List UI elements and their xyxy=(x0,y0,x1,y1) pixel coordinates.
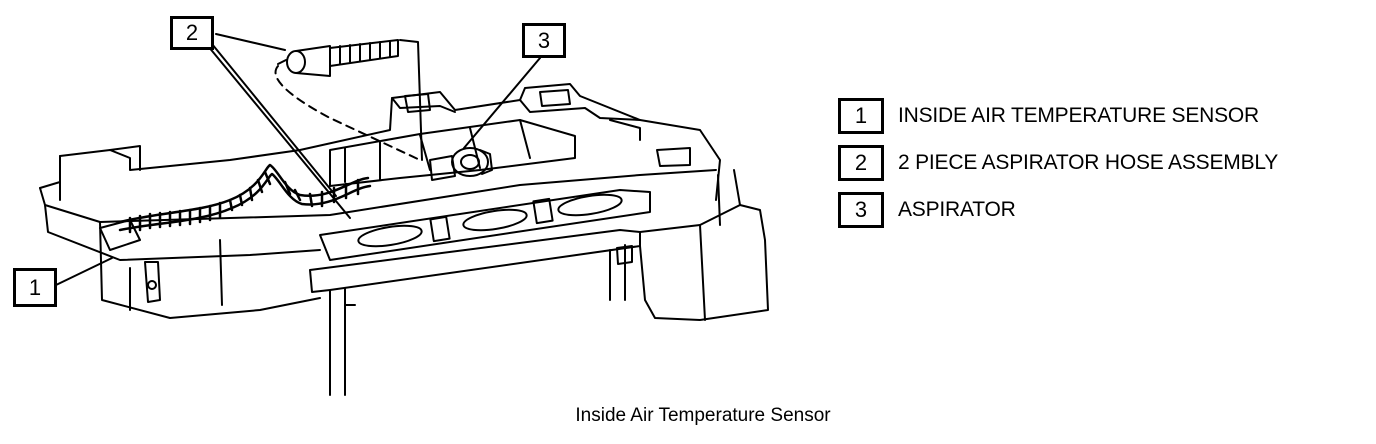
legend-number-box: 3 xyxy=(838,191,884,228)
temperature-sensor xyxy=(274,39,423,161)
instrument-panel-top xyxy=(39,83,769,396)
legend-label: ASPIRATOR xyxy=(898,197,1016,221)
legend-number-box: 2 xyxy=(838,144,884,181)
callout-3-number: 3 xyxy=(537,27,551,53)
aspirator-hose xyxy=(118,163,372,234)
legend: 1 INSIDE AIR TEMPERATURE SENSOR 2 2 PIEC… xyxy=(838,92,1278,233)
legend-number-box: 1 xyxy=(838,97,884,134)
figure-caption: Inside Air Temperature Sensor xyxy=(575,405,831,426)
leader-lines xyxy=(55,33,541,286)
callout-1: 1 xyxy=(13,268,57,307)
legend-item: 1 INSIDE AIR TEMPERATURE SENSOR xyxy=(838,92,1278,139)
legend-item: 2 2 PIECE ASPIRATOR HOSE ASSEMBLY xyxy=(838,139,1278,186)
callout-2-number: 2 xyxy=(185,20,199,45)
legend-item: 3 ASPIRATOR xyxy=(838,186,1278,233)
callout-1-number: 1 xyxy=(28,274,42,300)
callout-3: 3 xyxy=(522,23,566,58)
legend-label: 2 PIECE ASPIRATOR HOSE ASSEMBLY xyxy=(898,150,1279,174)
callout-2: 2 xyxy=(170,16,214,50)
aspirator xyxy=(429,147,493,181)
legend-label: INSIDE AIR TEMPERATURE SENSOR xyxy=(898,103,1259,127)
